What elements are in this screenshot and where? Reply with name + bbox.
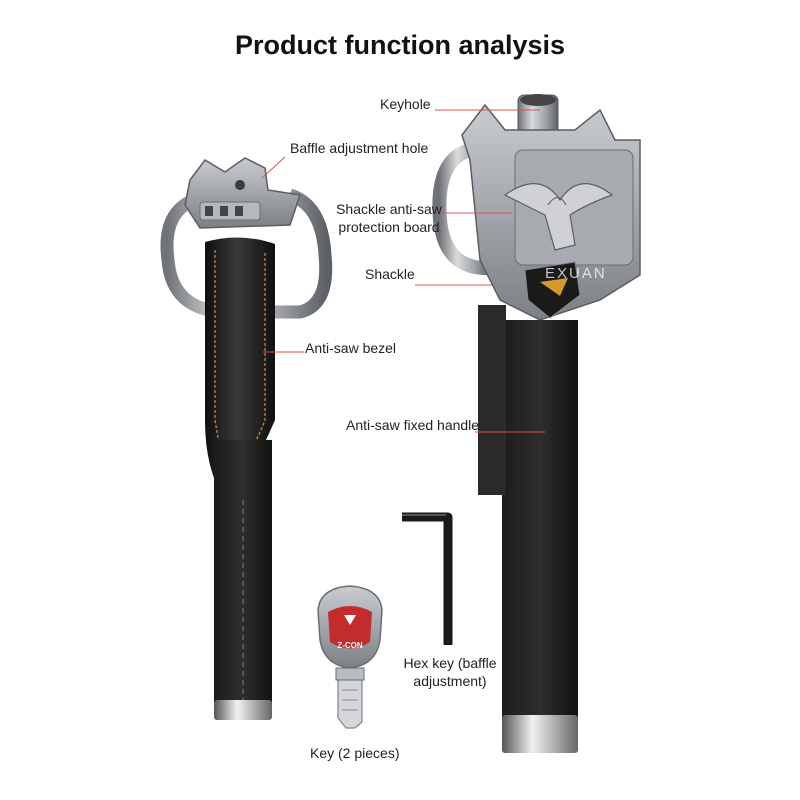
label-hex-key-line2: adjustment) [413, 673, 487, 689]
label-protection-board-line1: Shackle anti-saw [336, 201, 442, 217]
right-end-cap [502, 715, 578, 753]
right-handle [502, 320, 578, 720]
label-keyhole: Keyhole [380, 96, 431, 112]
left-bezel [205, 237, 275, 501]
label-fixed-handle: Anti-saw fixed handle [346, 417, 480, 433]
hex-key [402, 512, 453, 645]
leader-baffle-hole [261, 156, 286, 179]
label-baffle-hole: Baffle adjustment hole [290, 140, 429, 156]
right-shackle [432, 143, 491, 276]
left-lock [160, 157, 333, 720]
eagle-emblem [503, 183, 614, 251]
key [317, 585, 383, 729]
key-brand-label: Z-CON [337, 641, 363, 650]
watermark: EXUAN [545, 265, 607, 282]
left-end-cap [214, 700, 272, 720]
label-hex-key-line1: Hex key (baffle [403, 655, 497, 671]
label-protection-board-line2: protection board [338, 219, 440, 235]
label-bezel: Anti-saw bezel [305, 340, 397, 356]
right-lock [432, 94, 641, 753]
page-title: Product function analysis [234, 30, 566, 60]
label-shackle: Shackle [365, 266, 415, 282]
label-hex-key: Hex key (baffle adjustment) [395, 654, 505, 690]
baffle-hole-dot [235, 180, 245, 190]
leader-lines [261, 109, 545, 433]
right-side-plate [478, 305, 506, 495]
label-protection-board: Shackle anti-saw protection board [334, 200, 444, 236]
label-key: Key (2 pieces) [310, 745, 400, 761]
